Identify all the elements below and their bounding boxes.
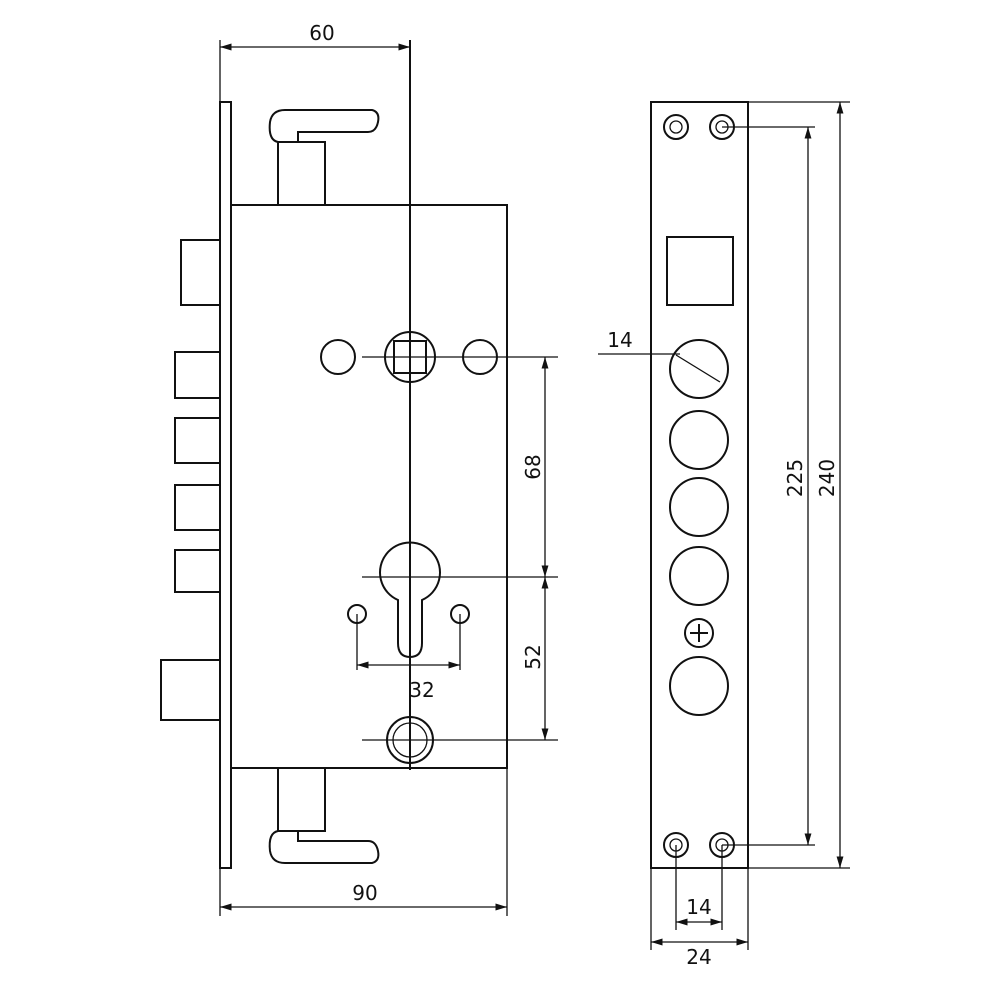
dead-bolt (174, 484, 221, 531)
dim-60: 60 (309, 21, 334, 45)
dim-24: 24 (686, 945, 711, 969)
bolt-hole (669, 410, 729, 470)
faceplate (219, 101, 232, 869)
dim-90: 90 (352, 881, 377, 905)
bolt-hole (669, 656, 729, 716)
screw-hole (320, 339, 356, 375)
faceplate-front-view: 14 225 240 14 24 (598, 101, 850, 969)
dim-14-hole: 14 (607, 328, 632, 352)
dim-225: 225 (783, 459, 807, 497)
dead-bolt (174, 351, 221, 399)
dim-52: 52 (521, 644, 545, 669)
top-hook (268, 109, 380, 205)
dead-bolt (174, 549, 221, 593)
cylinder-cutout (379, 541, 441, 659)
mounting-screws (663, 114, 735, 858)
screw-icon (684, 618, 714, 648)
bolt-hole (669, 546, 729, 606)
latch-bolt (180, 239, 221, 306)
dim-68: 68 (521, 454, 545, 479)
bolt-hole (669, 339, 729, 399)
auxiliary-bolt (160, 659, 221, 721)
bottom-hook (268, 768, 380, 864)
latch-opening (666, 236, 734, 306)
dim-240: 240 (815, 459, 839, 497)
dim-14-spacing: 14 (686, 895, 711, 919)
lock-body (230, 204, 508, 769)
faceplate-front (650, 101, 749, 869)
dead-bolt (174, 417, 221, 464)
bolt-hole (669, 477, 729, 537)
dim-32: 32 (409, 678, 434, 702)
lock-side-view: 32 68 52 60 90 (160, 21, 558, 916)
